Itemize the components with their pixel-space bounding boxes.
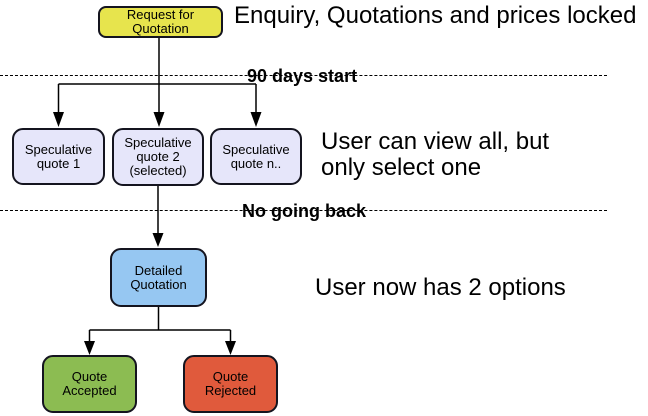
node-speculative-quote-n: Speculative quote n..: [210, 128, 302, 185]
arrowhead-icon: [250, 112, 262, 127]
note-90-days-start: 90 days start: [247, 66, 358, 86]
node-quote-rejected: Quote Rejected: [183, 355, 278, 413]
arrowhead-icon: [153, 112, 165, 127]
node-request-for-quotation: Request for Quotation: [98, 6, 223, 38]
note-user-can-view-all: User can view all, but only select one: [321, 128, 550, 181]
node-quote-accepted: Quote Accepted: [42, 355, 137, 413]
note-user-two-options: User now has 2 options: [315, 274, 566, 301]
note-prices-locked: Enquiry, Quotations and prices locked: [234, 2, 637, 29]
phase-divider-no-going-back: [0, 210, 607, 211]
arrowhead-icon: [53, 112, 64, 127]
arrowhead-icon: [152, 233, 164, 247]
node-speculative-quote-1: Speculative quote 1: [12, 128, 105, 185]
arrowhead-icon: [84, 341, 95, 355]
node-speculative-quote-2-selected: Speculative quote 2 (selected): [112, 128, 204, 186]
phase-divider-90-days: [0, 75, 607, 76]
node-detailed-quotation: Detailed Quotation: [110, 248, 207, 307]
note-no-going-back: No going back: [242, 201, 367, 221]
arrowhead-icon: [225, 341, 236, 355]
